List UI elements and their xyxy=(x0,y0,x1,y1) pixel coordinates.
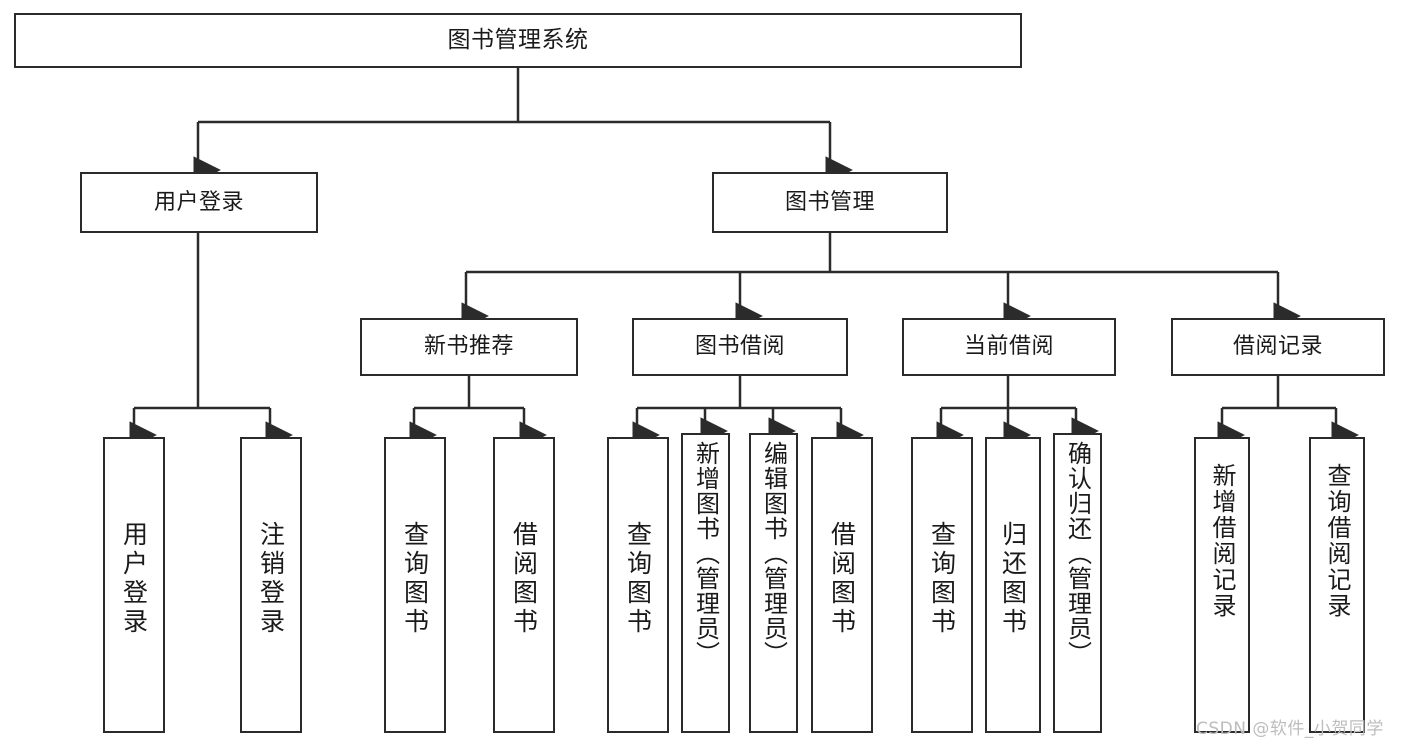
node-label: 归还图书 xyxy=(998,521,1028,637)
node-new-book-recommend[interactable]: 新书推荐 xyxy=(360,318,578,376)
node-label: 新书推荐 xyxy=(423,334,514,360)
leaf-query-book-recommend[interactable]: 查询图书 xyxy=(384,437,446,733)
node-label: 新增借阅记录 xyxy=(1208,463,1236,619)
leaf-add-book-admin[interactable]: 新增图书（管理员） xyxy=(681,433,730,733)
node-label: 查询图书 xyxy=(400,521,430,637)
node-label: 用户登录 xyxy=(153,189,244,215)
node-label: 借阅图书 xyxy=(827,521,857,637)
leaf-add-borrow-record[interactable]: 新增借阅记录 xyxy=(1194,437,1250,733)
node-book-management[interactable]: 图书管理 xyxy=(712,172,948,233)
node-label: 用户登录 xyxy=(119,521,149,637)
node-label: 编辑图书（管理员） xyxy=(759,441,788,666)
csdn-watermark: CSDN @软件_小贺同学 xyxy=(1196,719,1384,739)
node-label: 借阅图书 xyxy=(509,521,539,637)
leaf-borrow-book[interactable]: 借阅图书 xyxy=(811,437,873,733)
node-label: 当前借阅 xyxy=(963,334,1054,360)
leaf-query-book-borrow[interactable]: 查询图书 xyxy=(607,437,669,733)
node-label: 确认归还（管理员） xyxy=(1063,441,1092,666)
leaf-return-book[interactable]: 归还图书 xyxy=(985,437,1041,733)
leaf-edit-book-admin[interactable]: 编辑图书（管理员） xyxy=(749,433,798,733)
leaf-confirm-return-admin[interactable]: 确认归还（管理员） xyxy=(1053,433,1102,733)
node-book-borrow[interactable]: 图书借阅 xyxy=(632,318,848,376)
leaf-logout-login[interactable]: 注销登录 xyxy=(240,437,302,733)
node-label: 注销登录 xyxy=(256,521,286,637)
leaf-borrow-book-recommend[interactable]: 借阅图书 xyxy=(493,437,555,733)
node-label: 图书借阅 xyxy=(694,334,785,360)
node-label: 查询图书 xyxy=(623,521,653,637)
leaf-user-login[interactable]: 用户登录 xyxy=(103,437,165,733)
node-user-login[interactable]: 用户登录 xyxy=(80,172,318,233)
leaf-query-book-current[interactable]: 查询图书 xyxy=(911,437,973,733)
node-label: 新增图书（管理员） xyxy=(691,441,720,666)
node-label: 图书管理系统 xyxy=(447,26,589,53)
node-current-borrow[interactable]: 当前借阅 xyxy=(902,318,1116,376)
leaf-query-borrow-record[interactable]: 查询借阅记录 xyxy=(1309,437,1365,733)
node-borrow-record[interactable]: 借阅记录 xyxy=(1171,318,1385,376)
node-label: 图书管理 xyxy=(784,189,875,215)
node-root-book-management-system[interactable]: 图书管理系统 xyxy=(14,13,1022,68)
node-label: 借阅记录 xyxy=(1232,334,1323,360)
node-label: 查询借阅记录 xyxy=(1323,463,1351,619)
node-label: 查询图书 xyxy=(927,521,957,637)
